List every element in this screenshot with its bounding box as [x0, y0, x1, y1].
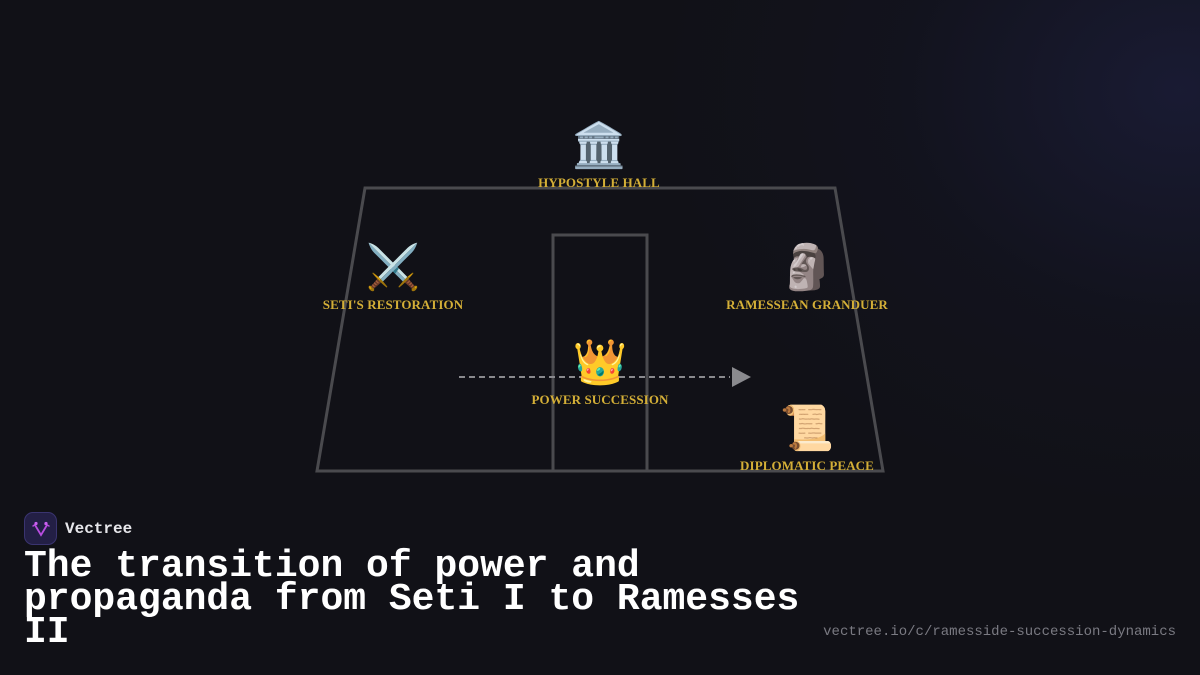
classical-building-icon: 🏛️	[571, 120, 627, 171]
succession-arrow-head-icon	[732, 367, 751, 387]
crown-icon: 👑	[572, 337, 628, 388]
node-diplomatic-peace[interactable]: 📜 DIPLOMATIC PEACE	[740, 403, 874, 474]
crossed-swords-icon: ⚔️	[365, 242, 421, 293]
node-power-succession[interactable]: 👑 POWER SUCCESSION	[531, 337, 668, 408]
scroll-icon: 📜	[779, 403, 835, 454]
node-label: SETI'S RESTORATION	[322, 297, 464, 312]
vectree-logo	[24, 512, 57, 545]
brand: Vectree	[24, 512, 132, 545]
inner-doorway-frame	[551, 233, 649, 471]
node-label: POWER SUCCESSION	[531, 392, 669, 407]
node-ramessean-granduer[interactable]: 🗿 RAMESSEAN GRANDUER	[726, 242, 888, 313]
node-label: DIPLOMATIC PEACE	[740, 458, 874, 473]
moai-statue-icon: 🗿	[779, 242, 835, 293]
node-label: HYPOSTYLE HALL	[538, 175, 660, 190]
brand-name: Vectree	[65, 519, 133, 538]
node-hypostyle-hall[interactable]: 🏛️ HYPOSTYLE HALL	[538, 120, 660, 191]
outer-trapezoid-frame	[315, 186, 885, 473]
source-url[interactable]: vectree.io/c/ramesside-succession-dynami…	[823, 624, 1176, 640]
page-title: The transition of power and propaganda f…	[24, 545, 800, 654]
node-label: RAMESSEAN GRANDUER	[726, 297, 888, 312]
node-setis-restoration[interactable]: ⚔️ SETI'S RESTORATION	[323, 242, 463, 313]
vectree-fork-icon	[31, 521, 50, 537]
